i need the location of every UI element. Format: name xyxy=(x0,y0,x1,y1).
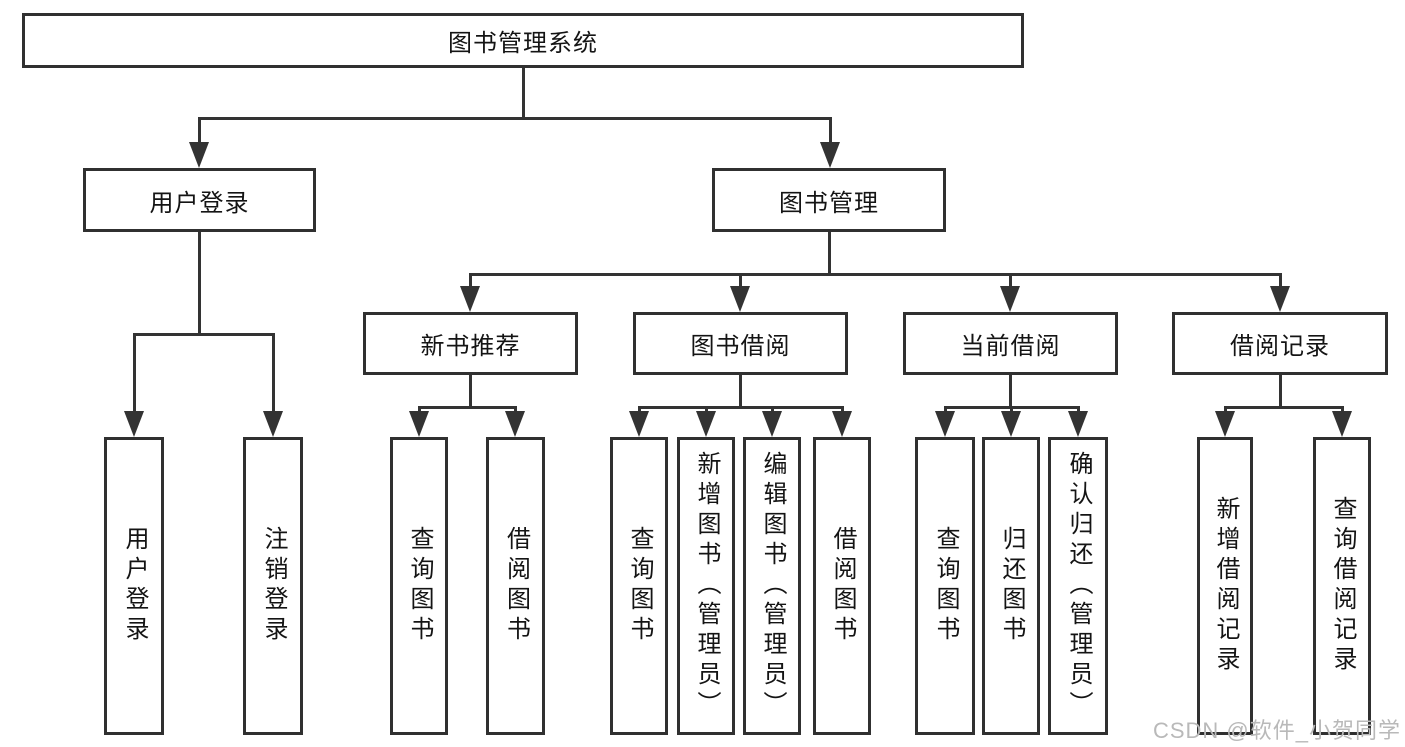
connector-arm-3-1 xyxy=(513,407,517,413)
arrow-down-icon xyxy=(1332,411,1352,437)
arrow-down-icon xyxy=(730,286,750,312)
node-leaf-query-book-borrow: 查询图书 xyxy=(610,437,668,735)
connector-arm-5-1 xyxy=(1009,407,1013,413)
arrow-down-icon xyxy=(1270,286,1290,312)
arrow-down-icon xyxy=(935,411,955,437)
connector-arm-1-1 xyxy=(271,334,275,413)
node-current-borrow: 当前借阅 xyxy=(903,312,1118,375)
node-leaf-query-book-current: 查询图书 xyxy=(915,437,975,735)
connector-stem-0 xyxy=(521,68,525,118)
connector-bar-6 xyxy=(1223,405,1344,409)
node-leaf-add-borrow-record: 新增借阅记录 xyxy=(1197,437,1253,735)
watermark: CSDN @软件_小贺同学 xyxy=(1152,718,1401,743)
connector-bar-4 xyxy=(637,405,844,409)
connector-bar-0 xyxy=(197,116,832,120)
connector-arm-2-0 xyxy=(468,274,472,288)
node-leaf-return-book: 归还图书 xyxy=(982,437,1040,735)
connector-arm-4-2 xyxy=(770,407,774,413)
connector-arm-0-1 xyxy=(828,118,832,144)
arrow-down-icon xyxy=(832,411,852,437)
connector-stem-3 xyxy=(468,375,472,407)
node-leaf-borrow-book-newrec: 借阅图书 xyxy=(486,437,545,735)
connector-arm-6-0 xyxy=(1223,407,1227,413)
node-leaf-borrow-book-borrow: 借阅图书 xyxy=(813,437,871,735)
arrow-down-icon xyxy=(1000,286,1020,312)
node-leaf-edit-book: 编辑图书（管理员） xyxy=(743,437,801,735)
node-leaf-user-login: 用户登录 xyxy=(104,437,164,735)
node-borrow-records: 借阅记录 xyxy=(1172,312,1388,375)
node-book-mgmt: 图书管理 xyxy=(712,168,946,232)
arrow-down-icon xyxy=(124,411,144,437)
connector-bar-3 xyxy=(417,405,517,409)
node-leaf-confirm-return: 确认归还（管理员） xyxy=(1048,437,1108,735)
node-leaf-query-borrow-record: 查询借阅记录 xyxy=(1313,437,1371,735)
node-user-login: 用户登录 xyxy=(83,168,316,232)
connector-arm-0-0 xyxy=(197,118,201,144)
arrow-down-icon xyxy=(460,286,480,312)
arrow-down-icon xyxy=(1068,411,1088,437)
connector-stem-2 xyxy=(827,232,831,274)
connector-arm-5-2 xyxy=(1076,407,1080,413)
node-new-book-rec: 新书推荐 xyxy=(363,312,578,375)
connector-arm-6-1 xyxy=(1340,407,1344,413)
arrow-down-icon xyxy=(762,411,782,437)
connector-arm-2-2 xyxy=(1008,274,1012,288)
node-leaf-query-book-newrec: 查询图书 xyxy=(390,437,448,735)
connector-arm-3-0 xyxy=(417,407,421,413)
connector-arm-5-0 xyxy=(943,407,947,413)
connector-arm-1-0 xyxy=(132,334,136,413)
node-leaf-add-book: 新增图书（管理员） xyxy=(677,437,735,735)
connector-stem-5 xyxy=(1008,375,1012,407)
arrow-down-icon xyxy=(1001,411,1021,437)
arrow-down-icon xyxy=(1215,411,1235,437)
arrow-down-icon xyxy=(409,411,429,437)
connector-arm-2-3 xyxy=(1278,274,1282,288)
node-root: 图书管理系统 xyxy=(22,13,1024,68)
node-leaf-logout: 注销登录 xyxy=(243,437,303,735)
arrow-down-icon xyxy=(263,411,283,437)
node-book-borrow: 图书借阅 xyxy=(633,312,848,375)
connector-bar-2 xyxy=(468,272,1282,276)
connector-stem-1 xyxy=(197,232,201,334)
connector-arm-2-1 xyxy=(738,274,742,288)
connector-stem-4 xyxy=(738,375,742,407)
connector-stem-6 xyxy=(1278,375,1282,407)
connector-arm-4-3 xyxy=(840,407,844,413)
arrow-down-icon xyxy=(629,411,649,437)
connector-bar-1 xyxy=(132,332,275,336)
arrow-down-icon xyxy=(696,411,716,437)
arrow-down-icon xyxy=(505,411,525,437)
arrow-down-icon xyxy=(189,142,209,168)
arrow-down-icon xyxy=(820,142,840,168)
connector-arm-4-0 xyxy=(637,407,641,413)
connector-arm-4-1 xyxy=(704,407,708,413)
